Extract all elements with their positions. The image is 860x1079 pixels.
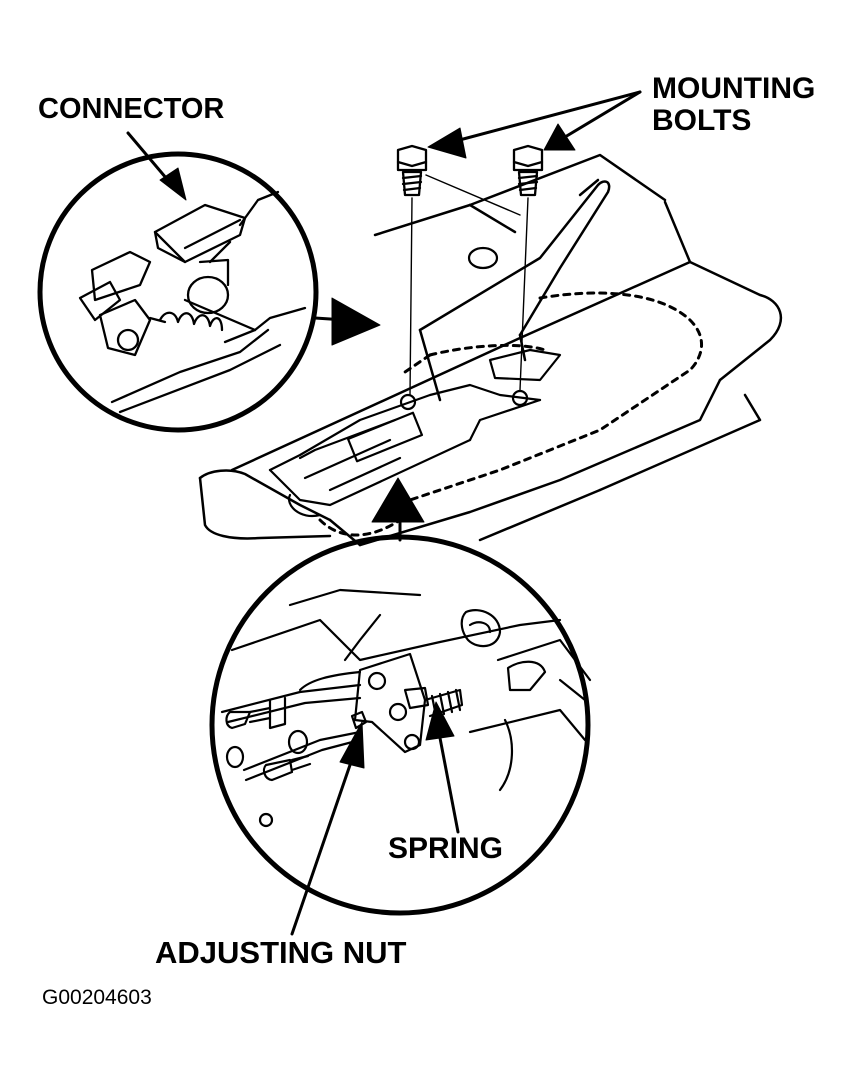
mounting-bolts-label: MOUNTING BOLTS [652, 73, 815, 137]
adjusting-nut-leader [292, 722, 364, 934]
brake-base-plate [270, 248, 560, 516]
arrow-connector-to-body [315, 298, 380, 345]
spring-leader [426, 702, 458, 832]
mounting-bolts-label-line1: MOUNTING [652, 72, 816, 105]
console-dashed-outline [320, 293, 702, 535]
adjuster-detail-circle [212, 537, 590, 913]
brake-lever [420, 180, 609, 400]
spring-label: SPRING [388, 832, 504, 865]
mounting-bolts-leader [428, 92, 640, 158]
adjusting-nut-label: ADJUSTING NUT [155, 935, 407, 970]
connector-leader [128, 133, 186, 200]
bolt-guide-lines [410, 175, 528, 395]
mounting-bolts-label-line2: BOLTS [652, 104, 752, 137]
connector-label: CONNECTOR [38, 93, 225, 125]
connector-detail-circle [40, 154, 316, 430]
mounting-bolt-right [514, 146, 542, 195]
figure-code: G00204603 [42, 986, 152, 1009]
mounting-bolt-left [398, 146, 426, 195]
